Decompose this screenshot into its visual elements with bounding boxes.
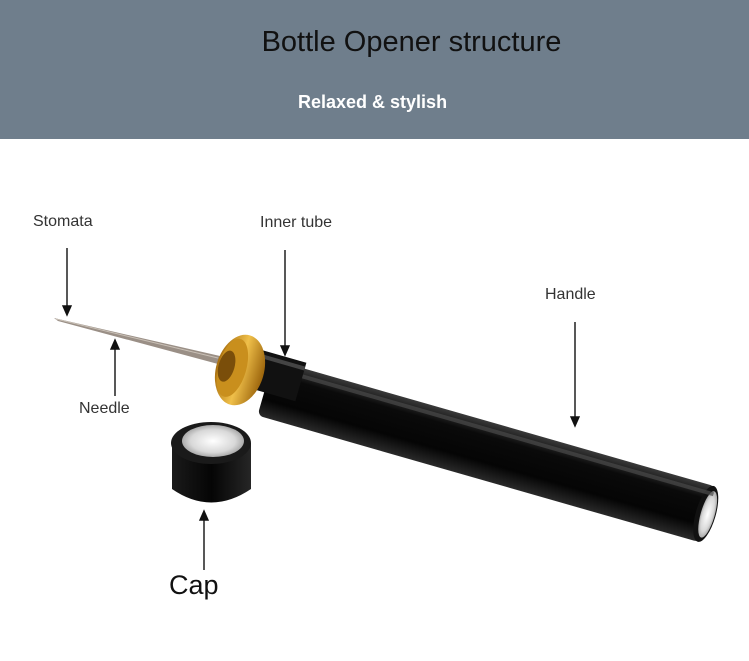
cap-shape [171,422,251,503]
needle-shape [54,318,220,364]
label-needle: Needle [79,400,130,417]
page-subtitle: Relaxed & stylish [298,92,448,112]
header-banner: Bottle Opener structure Relaxed & stylis… [0,0,749,139]
label-handle: Handle [545,286,596,303]
label-stomata: Stomata [33,213,93,230]
gold-nut-shape [214,334,266,406]
label-inner-tube: Inner tube [260,214,333,231]
handle-shape [258,361,719,542]
label-cap: Cap [169,570,219,600]
page-title: Bottle Opener structure [261,26,562,58]
